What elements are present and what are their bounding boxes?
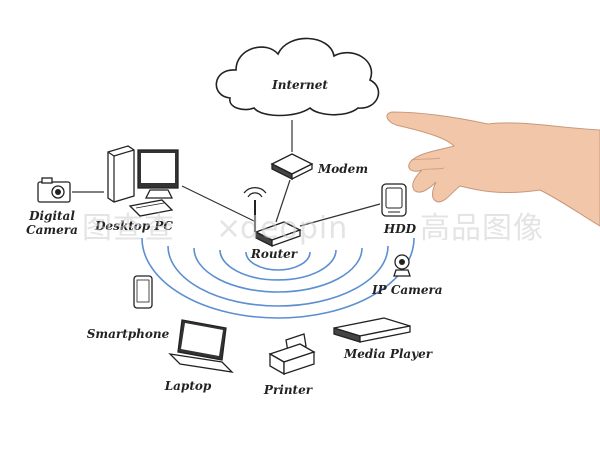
media-player-label: Media Player	[343, 347, 434, 361]
watermark-right: deopin	[240, 211, 348, 246]
printer-label: Printer	[263, 383, 314, 397]
modem-icon	[270, 153, 314, 181]
hdd-icon	[381, 183, 407, 217]
modem-label: Modem	[317, 162, 368, 176]
hdd-label: HDD	[383, 222, 417, 236]
laptop-icon	[168, 319, 234, 373]
router-icon	[243, 187, 302, 248]
internet-label: Internet	[271, 78, 328, 92]
desktop-pc-label: Desktop PC	[94, 219, 173, 233]
smartphone-icon	[133, 275, 153, 309]
media-player-icon	[333, 317, 411, 343]
ip-camera-label: IP Camera	[371, 283, 443, 297]
watermark: 图查查 × deopin 高品图像	[82, 211, 544, 246]
ip-camera-icon	[393, 254, 411, 277]
router-label: Router	[250, 247, 299, 261]
pc-router-wire	[181, 185, 257, 223]
digital-camera-label-line1: Digital	[28, 209, 75, 223]
digital-camera-icon	[37, 177, 71, 203]
watermark-right-cn: 高品图像	[420, 211, 544, 246]
router-hdd-wire	[299, 203, 381, 227]
watermark-left: 图查查	[82, 211, 175, 246]
modem-router-wire	[275, 179, 291, 223]
hand-icon	[386, 111, 600, 227]
printer-icon	[268, 333, 316, 376]
cloud-icon	[215, 37, 380, 117]
desktop-pc-icon	[107, 145, 179, 217]
digital-camera-label-line2: Camera	[26, 223, 78, 237]
smartphone-label: Smartphone	[87, 327, 170, 341]
laptop-label: Laptop	[164, 379, 212, 393]
watermark-separator: ×	[216, 211, 242, 246]
